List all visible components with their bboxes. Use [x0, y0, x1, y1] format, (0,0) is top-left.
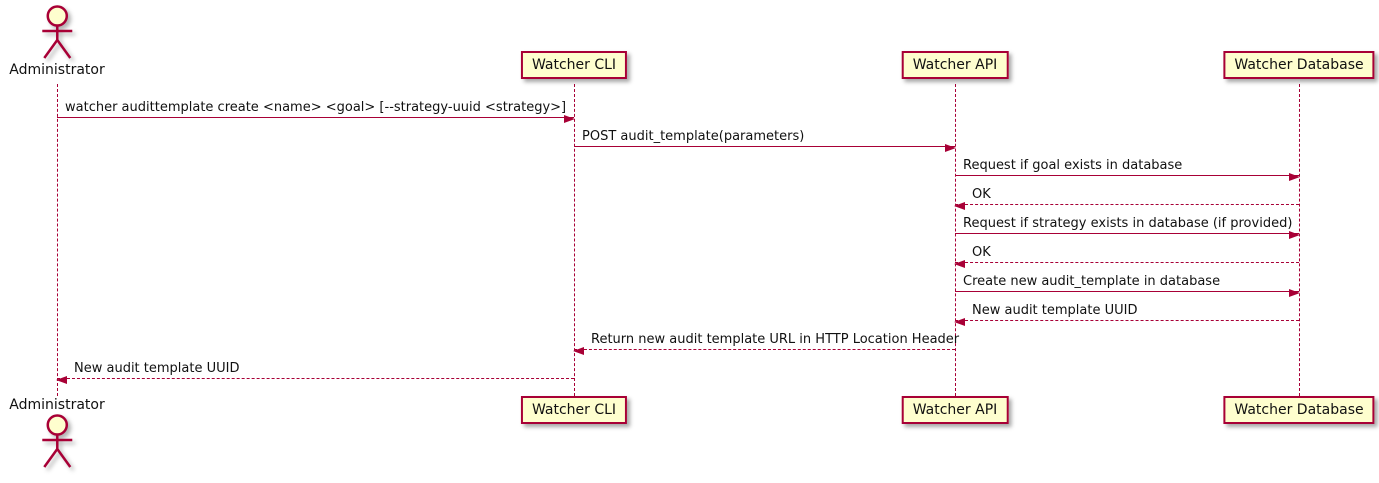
message-post-audit-template: POST audit_template(parameters)	[574, 127, 956, 152]
message-label: OK	[972, 245, 991, 260]
actor-administrator-bottom: Administrator	[9, 397, 105, 471]
arrowhead-icon	[954, 260, 965, 268]
message-label: Create new audit_template in database	[963, 274, 1221, 289]
arrowhead-icon	[954, 202, 965, 210]
participant-watcher-api-bottom: Watcher API	[901, 396, 1009, 424]
message-ok-goal: OK	[954, 185, 1299, 210]
actor-label: Administrator	[9, 397, 105, 413]
message-create-audittemplate: watcher audittemplate create <name> <goa…	[57, 98, 575, 123]
actor-administrator-top: Administrator	[9, 4, 105, 78]
actor-label: Administrator	[9, 62, 105, 78]
message-return-url-location-header: Return new audit template URL in HTTP Lo…	[573, 330, 959, 355]
message-label: POST audit_template(parameters)	[582, 129, 805, 144]
message-line	[574, 146, 955, 147]
arrowhead-icon	[1289, 173, 1300, 181]
message-label: Return new audit template URL in HTTP Lo…	[591, 332, 960, 347]
participant-watcher-database-top: Watcher Database	[1223, 51, 1375, 79]
lifeline-watcher-api	[955, 84, 956, 396]
message-label: watcher audittemplate create <name> <goa…	[65, 100, 567, 115]
arrowhead-icon	[573, 347, 584, 355]
message-label: OK	[972, 187, 991, 202]
participant-watcher-database-bottom: Watcher Database	[1223, 396, 1375, 424]
message-label: Request if goal exists in database	[963, 158, 1183, 173]
message-line	[57, 378, 574, 379]
participant-watcher-cli-top: Watcher CLI	[520, 51, 628, 79]
message-new-uuid-db: New audit template UUID	[954, 301, 1299, 326]
lifeline-watcher-cli	[574, 84, 575, 396]
arrowhead-icon	[1289, 231, 1300, 239]
message-line	[955, 262, 1299, 263]
participant-watcher-cli-bottom: Watcher CLI	[520, 396, 628, 424]
message-request-strategy-exists: Request if strategy exists in database (…	[955, 214, 1300, 239]
message-line	[57, 117, 574, 118]
message-line	[955, 175, 1299, 176]
arrowhead-icon	[945, 144, 956, 152]
lifeline-administrator	[57, 84, 58, 396]
message-line	[955, 233, 1299, 234]
arrowhead-icon	[564, 115, 575, 123]
message-line	[955, 291, 1299, 292]
arrowhead-icon	[56, 376, 67, 384]
message-label: Request if strategy exists in database (…	[963, 216, 1293, 231]
actor-icon	[42, 414, 72, 468]
actor-icon	[42, 5, 72, 59]
arrowhead-icon	[1289, 289, 1300, 297]
message-request-goal-exists: Request if goal exists in database	[955, 156, 1300, 181]
message-line	[955, 320, 1299, 321]
message-new-uuid-admin: New audit template UUID	[56, 359, 574, 384]
message-line	[955, 204, 1299, 205]
message-create-in-database: Create new audit_template in database	[955, 272, 1300, 297]
message-label: New audit template UUID	[972, 303, 1138, 318]
message-ok-strategy: OK	[954, 243, 1299, 268]
participant-watcher-api-top: Watcher API	[901, 51, 1009, 79]
message-label: New audit template UUID	[74, 361, 240, 376]
message-line	[574, 349, 955, 350]
arrowhead-icon	[954, 318, 965, 326]
lifeline-watcher-database	[1299, 84, 1300, 396]
